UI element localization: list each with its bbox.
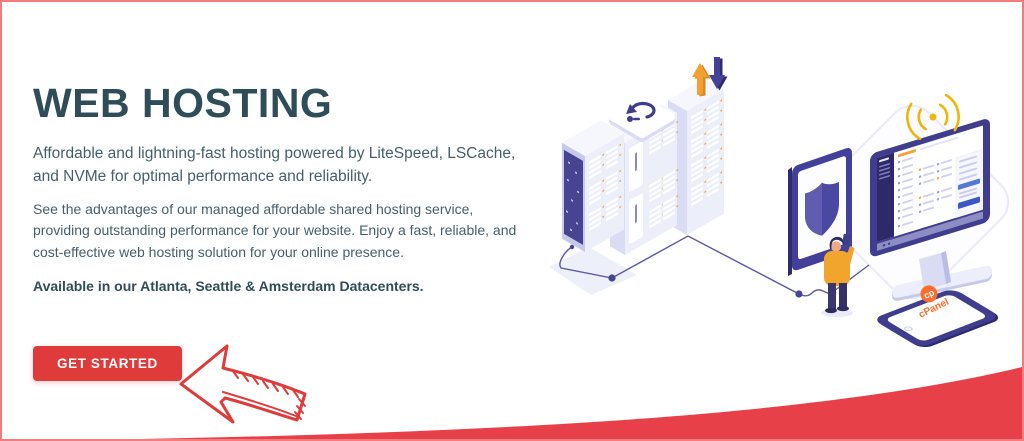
hand-drawn-arrow-icon <box>179 344 307 424</box>
availability-note: Available in our Atlanta, Seattle & Amst… <box>33 277 424 294</box>
sync-key-icon <box>609 97 675 142</box>
cpanel-tablet-icon: cp cPanel <box>877 285 999 347</box>
server-shadow <box>549 247 637 295</box>
download-arrow-icon <box>709 57 728 91</box>
svg-text:cp: cp <box>922 287 936 301</box>
hero-copy: WEB HOSTING Affordable and lightning-fas… <box>33 2 533 439</box>
description-paragraph: See the advantages of our managed afford… <box>33 200 517 260</box>
get-started-button[interactable]: GET STARTED <box>33 346 182 382</box>
page-title: WEB HOSTING <box>33 80 333 126</box>
person-figure <box>821 233 855 317</box>
cta-row: GET STARTED <box>33 344 533 439</box>
network-cable <box>559 235 870 298</box>
red-swoosh <box>141 367 1022 439</box>
monitor-icon <box>870 93 992 301</box>
wifi-icon <box>906 93 960 141</box>
intro-paragraph: Affordable and lightning-fast hosting po… <box>33 145 516 186</box>
server-rack-icon <box>562 57 728 255</box>
hosting-illustration: cp cPanel <box>549 57 1010 347</box>
upload-arrow-icon <box>692 63 711 97</box>
